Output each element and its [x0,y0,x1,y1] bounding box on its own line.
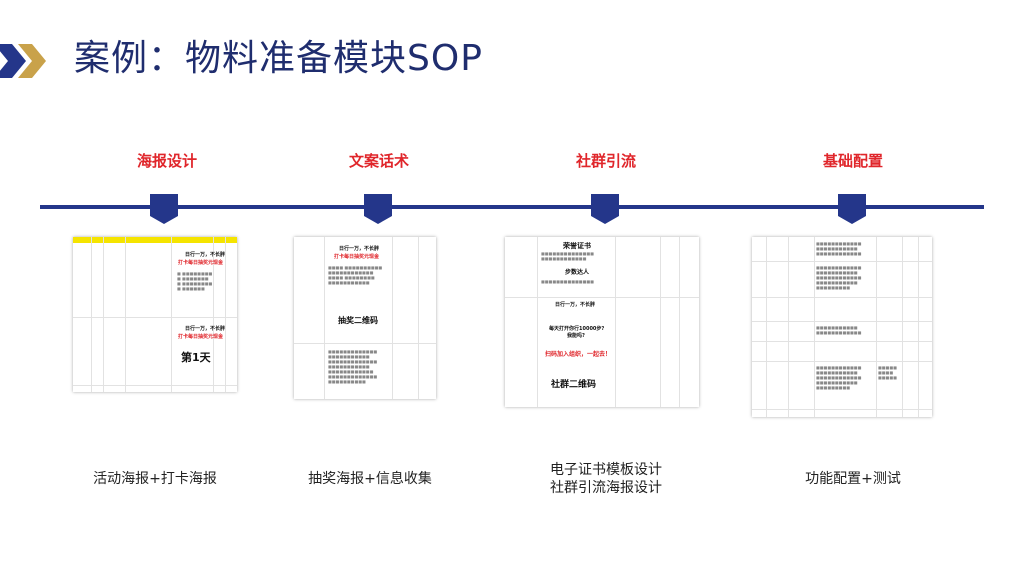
doc1-line1: 日行一万，不长胖 [185,252,226,258]
doc2-line1: 日行一万，不长胖 [339,246,380,252]
timeline-marker-icon [838,194,866,224]
page-title: 案例：物料准备模块SOP [74,38,483,79]
doc-thumbnail-poster: 日行一万，不长胖 打卡每日抽奖元现金 ■ ■■■■■■■■■ ■■■■■■■■ … [73,237,237,392]
step-label-poster: 海报设计 [136,152,197,170]
doc1-big-text: 第1天 [181,351,211,364]
step-label-config: 基础配置 [822,152,883,170]
timeline-marker-icon [150,194,178,224]
doc3-line1: 日行一万，不长胖 [555,302,596,308]
step-label-community: 社群引流 [575,152,636,170]
doc3-person: 步数达人 [565,269,590,276]
step-label-copy: 文案话术 [348,152,409,170]
doc2-big-text: 抽奖二维码 [338,316,378,325]
doc3-big-text: 社群二维码 [551,380,597,390]
doc2-line2: 打卡每日抽奖元现金 [334,254,380,260]
doc3-cta: 扫码加入组织，一起去！ [545,351,612,358]
timeline-bar [40,205,984,209]
caption-poster: 活动海报+打卡海报 [93,471,217,487]
doc3-q: 每天打开你行10000步? [549,326,605,332]
header-chevron-icon [0,44,46,78]
doc3-cert: 荣誉证书 [563,242,591,250]
doc-thumbnail-copy: 日行一万，不长胖 打卡每日抽奖元现金 ■■■■ ■■■■■■■■■■■■■■■■… [294,237,436,399]
caption-community-2: 社群引流海报设计 [550,480,662,496]
caption-copy: 抽奖海报+信息收集 [308,471,432,487]
caption-config: 功能配置+测试 [805,471,901,487]
timeline-marker-icon [591,194,619,224]
doc1-line2: 打卡每日抽奖元现金 [178,260,224,266]
timeline-marker-icon [364,194,392,224]
doc3-q2: 我能吗? [567,333,585,339]
caption-community-1: 电子证书模板设计 [550,462,662,478]
doc-thumbnail-community: 荣誉证书 ■■■■■■■■■■■■■■■■■■■■■■■■■■ 步数达人 ■■■… [505,237,699,407]
doc-thumbnail-config: ■■■■■■■■■■■■■■■■■■■■■■■■■■■■■■■■■■■ ■■■■… [752,237,932,417]
